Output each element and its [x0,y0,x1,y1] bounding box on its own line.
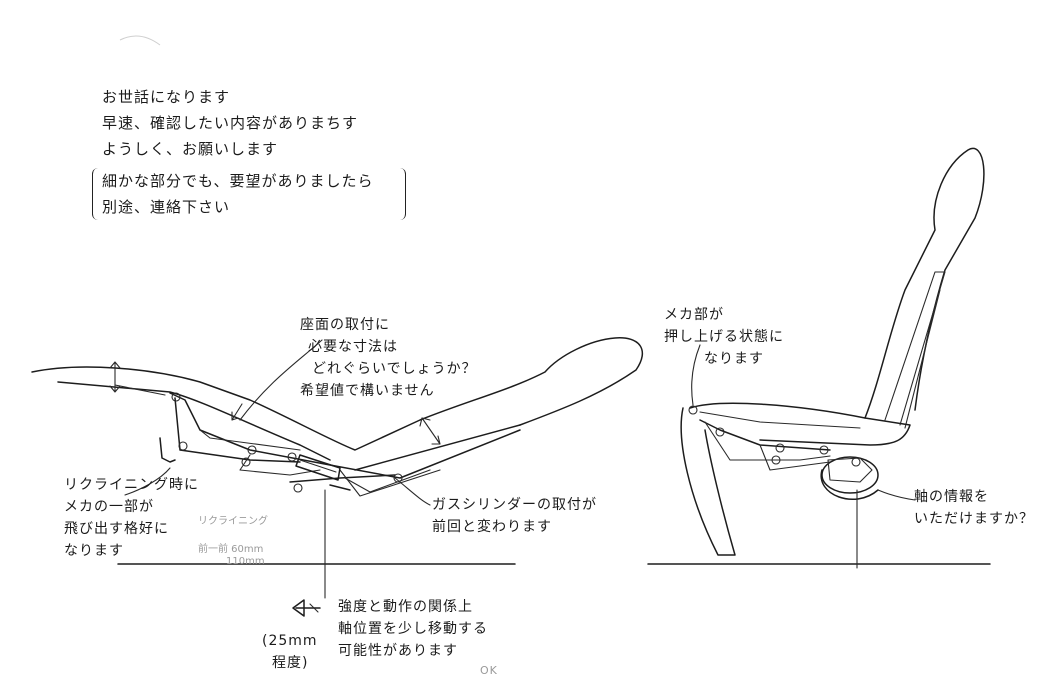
recline-note-line: メカの一部が [64,499,154,515]
ok-stamp: OK [480,664,498,677]
header-note-line: ようしく、お願いします [102,140,279,158]
mecha-note-line: 押し上げる状態に [664,329,784,345]
offset-note-line: 程度) [272,655,309,671]
recline-note-line: なります [64,543,124,559]
pivot-icon [851,457,861,467]
strength-note-line: 軸位置を少し移動する [338,621,488,637]
mecha-note: メカ部が 押し上げる状態に なります [664,304,784,370]
axis-note-line: いただけますか？ [914,511,1034,527]
offset-note-line: (25mm [262,633,318,649]
mecha-note-line: メカ部が [664,307,724,323]
pivot-icon [293,483,303,493]
gas-cylinder-line: 前回と変わります [432,519,552,535]
pivot-icon [178,441,188,451]
pivot-icon [393,473,403,483]
faint-note-line: 前一前 60mm [198,544,264,555]
strength-note: 強度と動作の関係上 軸位置を少し移動する 可能性があります [338,596,488,662]
request-bracket [92,168,406,220]
gas-cylinder-line: ガスシリンダーの取付が [432,497,597,513]
pivot-icon [287,452,297,462]
pivot-icon [715,427,725,437]
request-note-line: 細かな部分でも、要望がありましたら [102,172,374,190]
shift-arrow-icon [292,599,321,617]
pivot-icon [171,392,181,402]
seat-dimension-line: どれぐらいでしょうか？ [312,361,477,377]
smudge [119,35,161,46]
recline-note: リクライニング時に メカの一部が 飛び出す格好に なります [64,474,199,562]
header-note: お世話になります 早速、確認したい内容がありまちす ようしく、お願いします [102,84,358,162]
faint-note-line: 110mm [226,556,265,567]
pivot-icon [775,443,785,453]
pivot-icon [688,405,698,415]
pivot-icon [771,455,781,465]
recline-note-line: リクライニング時に [64,477,199,493]
seat-dimension-line: 希望値で構いません [300,383,435,399]
request-note: 細かな部分でも、要望がありましたら 別途、連絡下さい [102,168,374,220]
pivot-icon [247,445,257,455]
strength-note-line: 強度と動作の関係上 [338,599,473,615]
faint-note-line: リクライニング [198,516,268,527]
strength-note-line: 可能性があります [338,643,458,659]
seat-dimension-note: 座面の取付に 必要な寸法は どれぐらいでしょうか？ 希望値で構いません [300,314,477,402]
pivot-icon [241,457,251,467]
recline-note-line: 飛び出す格好に [64,521,169,537]
axis-note-line: 軸の情報を [914,489,989,505]
axis-note: 軸の情報を いただけますか？ [914,486,1034,530]
reclined-chair-drawing [31,337,644,599]
seat-dimension-line: 必要な寸法は [308,339,398,355]
upright-chair-drawing [647,147,991,569]
gas-cylinder-note: ガスシリンダーの取付が 前回と変わります [432,494,597,538]
mecha-note-line: なります [704,351,764,367]
offset-note: (25mm 程度) [262,630,318,674]
seat-dimension-line: 座面の取付に [300,317,390,333]
pivot-icon [819,445,829,455]
request-note-line: 別途、連絡下さい [102,198,231,216]
faint-dimension-note: リクライニング 前一前 60mm 110mm [198,516,268,568]
header-note-line: お世話になります [102,88,231,106]
header-note-line: 早速、確認したい内容がありまちす [102,114,359,132]
